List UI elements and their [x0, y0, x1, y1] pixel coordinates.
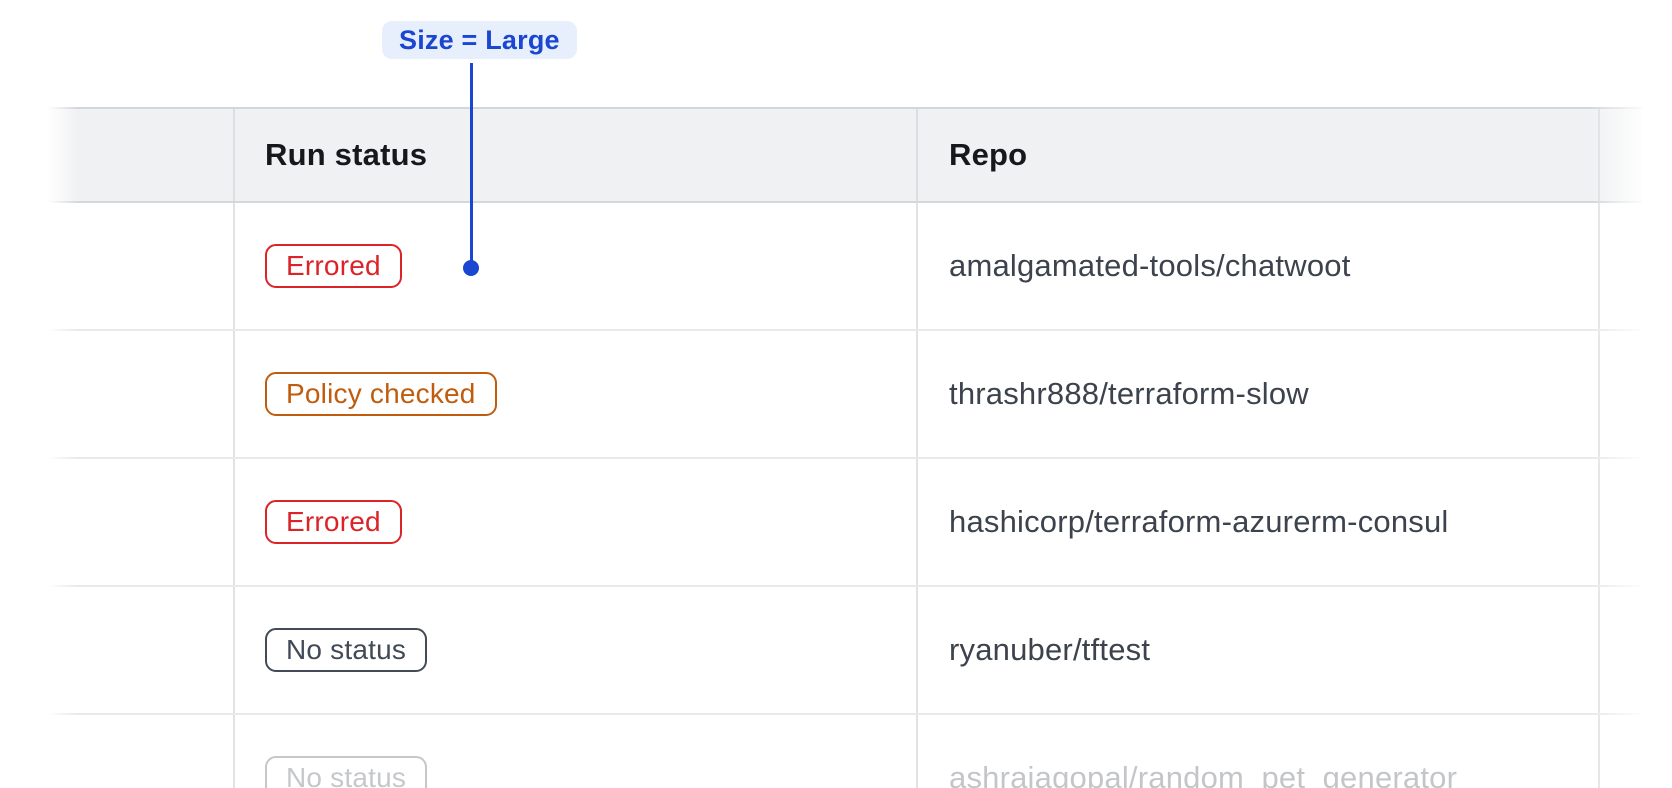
row-cell-repo: ashrajagopal/random_pet_generator [916, 715, 1598, 788]
row-cell-empty [46, 203, 233, 329]
row-cell-clipped [1598, 459, 1642, 585]
row-cell-empty [46, 715, 233, 788]
table-row[interactable]: Policy checked thrashr888/terraform-slow [46, 331, 1642, 459]
table-row[interactable]: No status ryanuber/tftest [46, 587, 1642, 715]
repo-name: ryanuber/tftest [949, 632, 1151, 667]
header-cell-clipped [1598, 109, 1642, 201]
row-cell-repo: hashicorp/terraform-azurerm-consul [916, 459, 1598, 585]
repo-column-header: Repo [949, 137, 1028, 172]
runs-table: Run status Repo Errored amalgamated-tool… [46, 107, 1642, 788]
row-cell-empty [46, 587, 233, 713]
annotation-pointer-line [470, 63, 473, 262]
table-row[interactable]: Errored amalgamated-tools/chatwoot [46, 203, 1642, 331]
row-cell-run-status: No status [233, 715, 916, 788]
repo-name: amalgamated-tools/chatwoot [949, 248, 1351, 283]
repo-name: thrashr888/terraform-slow [949, 376, 1309, 411]
row-cell-empty [46, 331, 233, 457]
row-cell-clipped [1598, 331, 1642, 457]
run-status-badge[interactable]: Errored [265, 244, 402, 288]
run-status-badge[interactable]: Errored [265, 500, 402, 544]
table-row[interactable]: No status ashrajagopal/random_pet_genera… [46, 715, 1642, 788]
row-cell-clipped [1598, 715, 1642, 788]
run-status-badge[interactable]: No status [265, 628, 428, 672]
run-status-badge[interactable]: Policy checked [265, 372, 497, 416]
table-header-row: Run status Repo [46, 107, 1642, 203]
row-cell-repo: thrashr888/terraform-slow [916, 331, 1598, 457]
header-cell-repo: Repo [916, 109, 1598, 201]
row-cell-repo: amalgamated-tools/chatwoot [916, 203, 1598, 329]
header-cell-empty [46, 109, 233, 201]
repo-name: ashrajagopal/random_pet_generator [949, 760, 1458, 788]
run-status-badge[interactable]: No status [265, 756, 428, 788]
row-cell-run-status: Policy checked [233, 331, 916, 457]
table-row[interactable]: Errored hashicorp/terraform-azurerm-cons… [46, 459, 1642, 587]
header-cell-run-status: Run status [233, 109, 916, 201]
table-body: Errored amalgamated-tools/chatwoot Polic… [46, 203, 1642, 788]
row-cell-empty [46, 459, 233, 585]
row-cell-run-status: Errored [233, 203, 916, 329]
annotation-pointer-dot [463, 260, 479, 276]
run-status-column-header: Run status [265, 137, 428, 172]
row-cell-run-status: No status [233, 587, 916, 713]
row-cell-clipped [1598, 587, 1642, 713]
size-annotation-label: Size = Large [382, 21, 577, 59]
row-cell-repo: ryanuber/tftest [916, 587, 1598, 713]
row-cell-clipped [1598, 203, 1642, 329]
row-cell-run-status: Errored [233, 459, 916, 585]
repo-name: hashicorp/terraform-azurerm-consul [949, 504, 1449, 539]
